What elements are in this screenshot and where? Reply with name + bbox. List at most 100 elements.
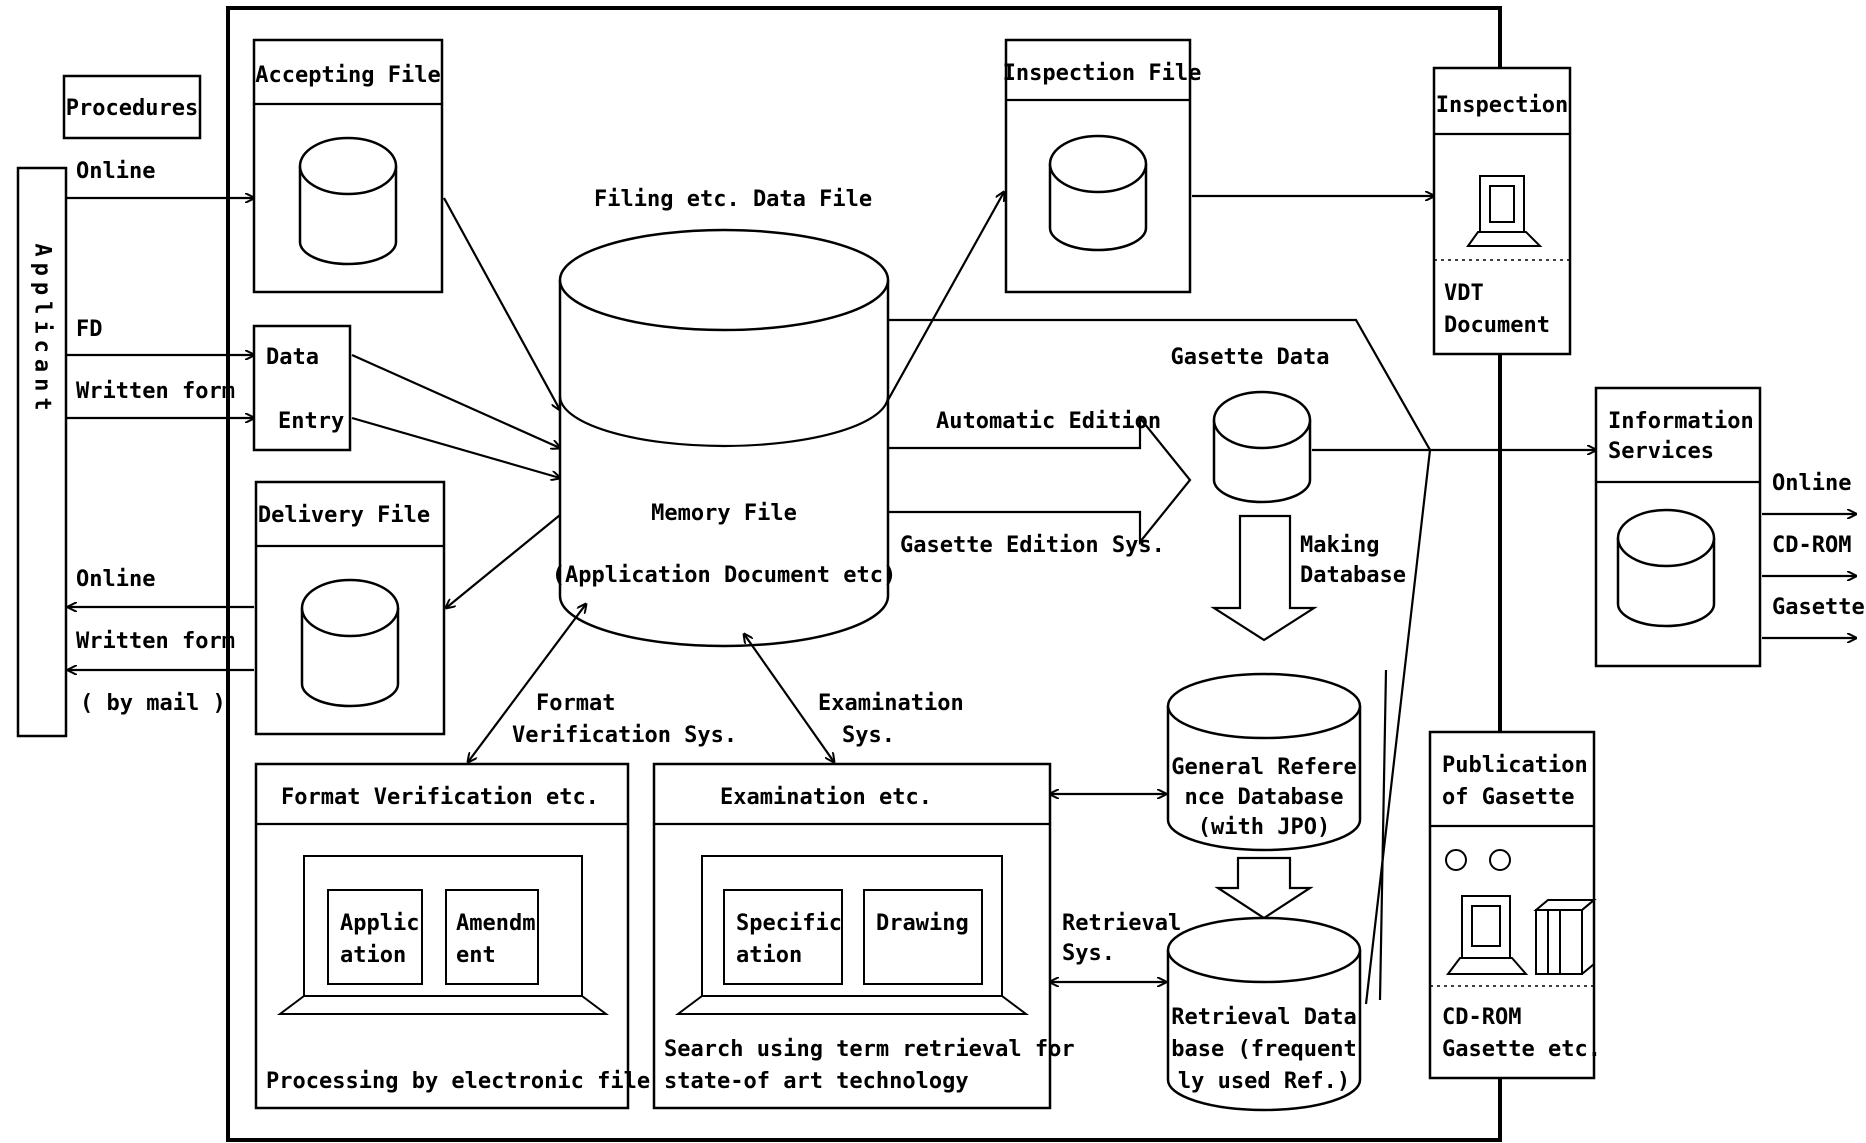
terminal-icon: [1466, 175, 1543, 247]
making-database-big-arrow: [1210, 514, 1318, 642]
data-entry-to-memory-arrow-1: [351, 353, 560, 448]
general-reference-label-1: General Refere: [1171, 755, 1356, 780]
information-services-label-1: Information: [1608, 409, 1754, 434]
information-services-box: Information Services: [1594, 386, 1762, 668]
specification-doc-label-1: Specific: [736, 911, 842, 936]
procedures-label: Procedures: [66, 96, 198, 121]
inspection-file-database-icon: [1048, 134, 1148, 252]
gasette-books-icon: [1533, 897, 1597, 975]
filing-data-file-label: Filing etc. Data File: [594, 187, 872, 212]
format-verification-sys-label-2: Verification Sys.: [512, 723, 737, 748]
publication-terminal-icon: [1446, 895, 1529, 975]
format-verification-caption: Processing by electronic file: [266, 1069, 650, 1094]
applicant-box: Applicant: [16, 166, 68, 738]
examination-title: Examination etc.: [720, 785, 932, 810]
laptop-icon: [277, 855, 609, 1015]
procedures-box: Procedures: [62, 74, 202, 140]
gasette-bracket-line: [888, 318, 1432, 1005]
general-reference-label-2: nce Database: [1185, 785, 1344, 810]
publication-cdrom-label: CD-ROM: [1442, 1005, 1521, 1030]
inspection-file-label: Inspection File: [1003, 61, 1202, 86]
vdt-document-label: Document: [1444, 313, 1550, 338]
memory-format-verification-arrow: [468, 604, 586, 762]
examination-sys-label-1: Examination: [818, 691, 964, 716]
amendment-doc-label-1: Amendm: [456, 911, 535, 936]
memory-file-label: Memory File: [651, 501, 797, 526]
information-services-label-2: Services: [1608, 439, 1714, 464]
reference-to-retrieval-big-arrow: [1214, 856, 1314, 920]
amendment-doc-label-2: ent: [456, 943, 496, 968]
data-entry-to-memory-arrow-2: [351, 416, 560, 478]
retrieval-sys-label-2: Sys.: [1062, 941, 1115, 966]
memory-to-inspection-arrow: [887, 192, 1004, 401]
examination-laptop-icon: [675, 855, 1029, 1015]
amendment-document: Amendm ent: [445, 889, 539, 985]
data-entry-label-1: Data: [266, 345, 319, 370]
specification-doc-label-2: ation: [736, 943, 802, 968]
data-entry-box: Data Entry: [252, 324, 352, 452]
drawing-doc-label: Drawing: [876, 911, 969, 936]
retrieval-database: Retrieval Data base (frequent ly used Re…: [1166, 916, 1362, 1112]
format-verification-panel: Format Verification etc. Applic ation Am…: [254, 762, 650, 1110]
format-verification-sys-label-1: Format: [536, 691, 615, 716]
application-document: Applic ation: [327, 889, 423, 985]
services-gasette-label: Gasette: [1772, 595, 1865, 620]
inspection-file-box: Inspection File: [1003, 38, 1202, 294]
input-fd-label: FD: [76, 317, 103, 342]
data-entry-label-2: Entry: [278, 409, 344, 434]
vertical-gasette-line: [1378, 669, 1388, 1001]
making-database-label-2: Database: [1300, 563, 1406, 588]
examination-panel: Examination etc. Specific ation Drawing …: [652, 762, 1075, 1110]
examination-caption-1: Search using term retrieval for: [664, 1037, 1075, 1062]
examination-sys-label-2: Sys.: [842, 723, 895, 748]
examination-caption-2: state-of art technology: [664, 1069, 969, 1094]
applicant-label: Applicant: [30, 243, 55, 416]
accepting-file-database-icon: [298, 136, 398, 266]
general-reference-database: General Refere nce Database (with JPO): [1166, 672, 1362, 852]
delivery-file-label: Delivery File: [258, 503, 430, 528]
making-database-label-1: Making: [1300, 533, 1379, 558]
delivery-file-database-icon: [300, 578, 400, 708]
application-doc-label-2: ation: [340, 943, 406, 968]
publication-label-2: of Gasette: [1442, 785, 1574, 810]
memory-to-delivery-arrow: [446, 514, 561, 608]
specification-document: Specific ation: [723, 889, 843, 985]
services-cdrom-label: CD-ROM: [1772, 533, 1851, 558]
retrieval-db-label-2: base (frequent: [1171, 1037, 1356, 1062]
memory-file-database: Memory File (Application Document etc): [552, 228, 896, 648]
publication-label-1: Publication: [1442, 753, 1588, 778]
format-verification-title: Format Verification etc.: [281, 785, 599, 810]
gasette-edition-big-arrow: [888, 414, 1192, 546]
cd-disc-icon-2: [1489, 849, 1511, 871]
automatic-edition-label: Automatic Edition: [936, 409, 1161, 434]
gasette-data-database: [1212, 390, 1312, 504]
delivery-file-box: Delivery File: [254, 480, 446, 736]
input-online-label: Online: [76, 159, 155, 184]
gasette-data-label: Gasette Data: [1171, 345, 1330, 370]
output-written-form-label: Written form: [76, 629, 235, 654]
accepting-file-label: Accepting File: [255, 63, 440, 88]
inspection-title: Inspection: [1436, 93, 1568, 118]
publication-gasette-etc-label: Gasette etc.: [1442, 1037, 1601, 1062]
vdt-label: VDT: [1444, 281, 1484, 306]
retrieval-db-label-1: Retrieval Data: [1171, 1005, 1356, 1030]
retrieval-db-label-3: ly used Ref.): [1178, 1069, 1350, 1094]
gasette-edition-sys-label: Gasette Edition Sys.: [900, 533, 1165, 558]
application-doc-label-1: Applic: [340, 911, 419, 936]
memory-examination-arrow: [744, 634, 834, 762]
inspection-box: Inspection VDT Document: [1432, 66, 1572, 356]
accepting-file-box: Accepting File: [252, 38, 444, 294]
publication-of-gasette-box: Publication of Gasette CD-ROM Gasette et…: [1428, 730, 1601, 1080]
services-online-label: Online: [1772, 471, 1851, 496]
memory-file-sublabel: (Application Document etc): [552, 563, 896, 588]
input-written-form-label: Written form: [76, 379, 235, 404]
accepting-to-memory-arrow: [443, 197, 560, 410]
cd-disc-icon-1: [1445, 849, 1467, 871]
retrieval-sys-label-1: Retrieval: [1062, 911, 1181, 936]
output-by-mail-label: ( by mail ): [80, 691, 226, 716]
output-online-label: Online: [76, 567, 155, 592]
drawing-document: Drawing: [863, 889, 983, 985]
information-services-database-icon: [1616, 508, 1716, 628]
general-reference-label-3: (with JPO): [1198, 815, 1330, 840]
